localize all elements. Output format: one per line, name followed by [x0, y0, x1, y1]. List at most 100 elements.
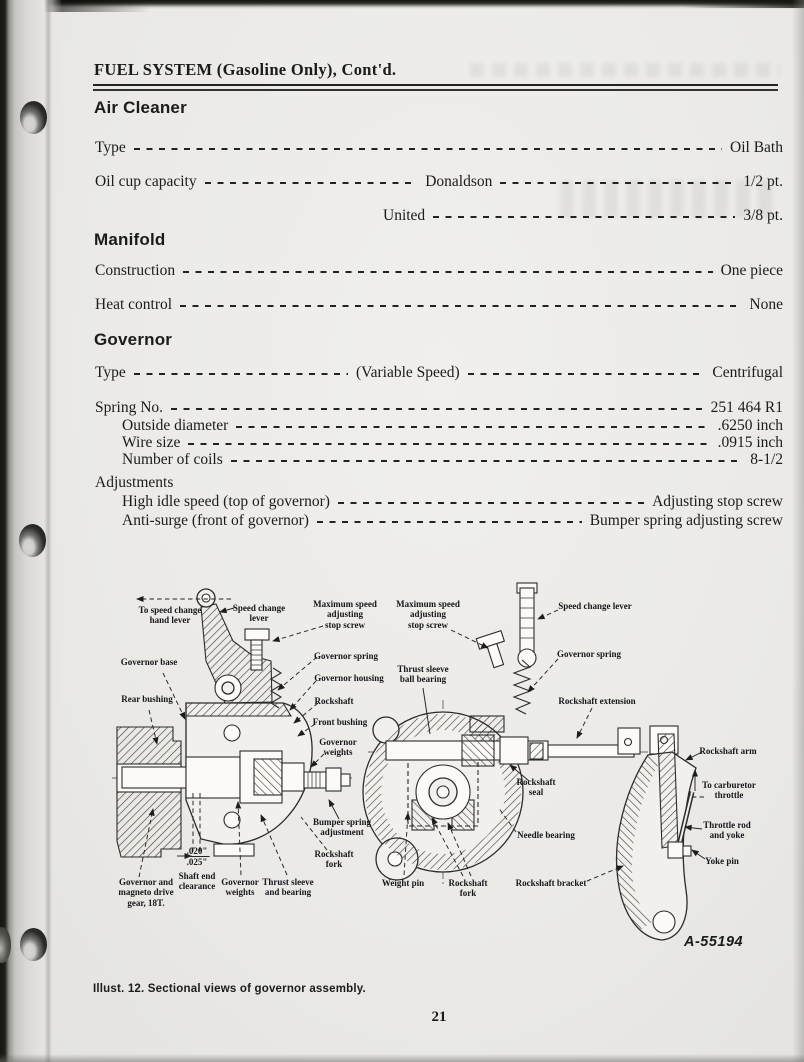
spec-row-outside-diameter: Outside diameter .6250 inch — [95, 417, 783, 435]
spec-value: One piece — [720, 262, 783, 279]
label-throttle-rod-and-yoke: Throttle rod and yoke — [703, 820, 751, 841]
governor-front-section-drawing — [362, 582, 648, 886]
spec-value: None — [749, 296, 783, 313]
label-bumper-spring-adjustment: Bumper spring adjustment — [312, 817, 372, 838]
page-crease — [44, 0, 52, 1062]
section-heading-air-cleaner: Air Cleaner — [94, 98, 187, 117]
leader-lines — [136, 595, 706, 882]
section-heading-manifold: Manifold — [94, 230, 166, 249]
spec-value: 1/2 pt. — [743, 173, 783, 190]
dash-leader — [183, 271, 713, 273]
scan-top-edge — [0, 0, 804, 9]
label-governor-weights-lower: Governor weights — [221, 877, 259, 898]
label-rockshaft-bracket: Rockshaft bracket — [515, 878, 587, 888]
spec-row-oil-cup-capacity: Oil cup capacity Donaldson 1/2 pt. — [95, 173, 783, 191]
label-thrust-sleeve-ball-bearing: Thrust sleeve ball bearing — [397, 664, 449, 685]
label-governor-spring-mid: Governor spring — [556, 649, 622, 659]
section-heading-governor: Governor — [94, 330, 173, 349]
dash-leader — [204, 182, 418, 184]
label-to-speed-change-hand-lever: To speed change hand lever — [138, 605, 202, 626]
spec-label: Type — [95, 364, 126, 381]
dash-leader — [133, 148, 723, 150]
label-shaft-end-clearance-values: .020" .025" — [184, 846, 210, 868]
punch-hole — [19, 524, 46, 557]
spec-label: Wire size — [122, 434, 181, 451]
dash-leader — [467, 373, 705, 375]
governor-assembly-diagram — [112, 582, 706, 941]
spec-row-wire-size: Wire size .0915 inch — [95, 434, 783, 452]
figure-caption: Illust. 12. Sectional views of governor … — [93, 983, 366, 995]
label-front-bushing: Front bushing — [312, 717, 368, 727]
spec-value: Centrifugal — [712, 364, 783, 381]
spec-value: .6250 inch — [717, 417, 783, 434]
spec-midvalue: Donaldson — [425, 173, 493, 190]
spec-value: 251 464 R1 — [710, 399, 783, 416]
dash-leader — [230, 460, 743, 462]
spec-midvalue: United — [383, 207, 426, 224]
label-rockshaft: Rockshaft — [314, 696, 354, 706]
title-rule-upper — [93, 84, 778, 86]
rockshaft-bracket-drawing — [615, 725, 697, 941]
label-governor-spring-left: Governor spring — [313, 651, 379, 661]
dash-leader — [337, 502, 645, 504]
spec-label: Outside diameter — [122, 417, 229, 434]
punch-hole — [20, 928, 47, 961]
label-governor-housing: Governor housing — [314, 673, 384, 683]
page-title: FUEL SYSTEM (Gasoline Only), Cont'd. — [94, 60, 397, 79]
punch-hole-partial — [0, 927, 11, 963]
adjustments-heading: Adjustments — [95, 474, 174, 491]
label-speed-change-lever-left: Speed change lever — [232, 603, 286, 624]
page-number: 21 — [431, 1009, 447, 1025]
spec-row-number-of-coils: Number of coils 8-1/2 — [95, 451, 783, 469]
label-needle-bearing: Needle bearing — [517, 830, 575, 840]
spec-row-heat-control: Heat control None — [95, 296, 783, 314]
spec-label: Construction — [95, 262, 176, 279]
governor-side-section-drawing — [112, 588, 352, 858]
dash-leader — [316, 521, 582, 523]
label-rockshaft-seal: Rockshaft seal — [516, 777, 556, 798]
label-rockshaft-extension: Rockshaft extension — [558, 696, 636, 706]
scan-bottom-edge — [0, 1054, 804, 1062]
spec-midvalue: (Variable Speed) — [355, 364, 460, 381]
label-maximum-speed-stop-screw-mid: Maximum speed adjusting stop screw — [396, 599, 460, 630]
title-rule-lower — [93, 89, 778, 91]
figure-code: A-55194 — [684, 934, 744, 950]
dash-leader — [180, 305, 742, 307]
spec-label: Type — [95, 139, 126, 156]
label-shaft-end-clearance: Shaft end clearance — [178, 871, 216, 892]
spec-row-anti-surge: Anti-surge (front of governor) Bumper sp… — [95, 512, 783, 530]
spec-value: .0915 inch — [717, 434, 783, 451]
spec-value: Oil Bath — [730, 139, 783, 156]
label-governor-base: Governor base — [120, 657, 178, 667]
dash-leader — [133, 373, 348, 375]
spec-value: 3/8 pt. — [743, 207, 783, 224]
spec-label: Oil cup capacity — [95, 173, 197, 190]
spec-row-governor-type: Type (Variable Speed) Centrifugal — [95, 364, 783, 382]
spec-value: Bumper spring adjusting screw — [589, 512, 783, 529]
label-rockshaft-arm: Rockshaft arm — [699, 746, 757, 756]
spec-row-type: Type Oil Bath — [95, 139, 783, 157]
bleedthrough-smudge — [470, 63, 780, 77]
bleedthrough-smudge — [560, 180, 780, 218]
label-thrust-sleeve-and-bearing: Thrust sleeve and bearing — [262, 877, 314, 898]
dash-leader — [188, 443, 710, 445]
punch-hole — [20, 101, 47, 134]
dash-leader — [433, 216, 736, 218]
dash-leader — [236, 426, 710, 428]
label-to-carburetor-throttle: To carburetor throttle — [702, 780, 756, 801]
spec-label: Number of coils — [122, 451, 223, 468]
label-governor-weights-upper: Governor weights — [319, 737, 357, 758]
label-rear-bushing: Rear bushing — [121, 694, 173, 704]
spec-row-construction: Construction One piece — [95, 262, 783, 280]
label-maximum-speed-stop-screw-left: Maximum speed adjusting stop screw — [313, 599, 377, 630]
scan-top-right-corner — [684, 0, 804, 8]
clearance-top-value: .020" — [184, 846, 210, 858]
label-yoke-pin: Yoke pin — [705, 856, 739, 866]
dash-leader — [171, 408, 703, 410]
label-weight-pin: Weight pin — [381, 878, 425, 888]
spec-label: High idle speed (top of governor) — [122, 493, 330, 510]
spec-row-spring-no: Spring No. 251 464 R1 — [95, 399, 783, 417]
label-governor-magneto-drive-gear: Governor and magneto drive gear, 18T. — [118, 877, 174, 908]
scan-right-edge — [792, 0, 804, 1062]
